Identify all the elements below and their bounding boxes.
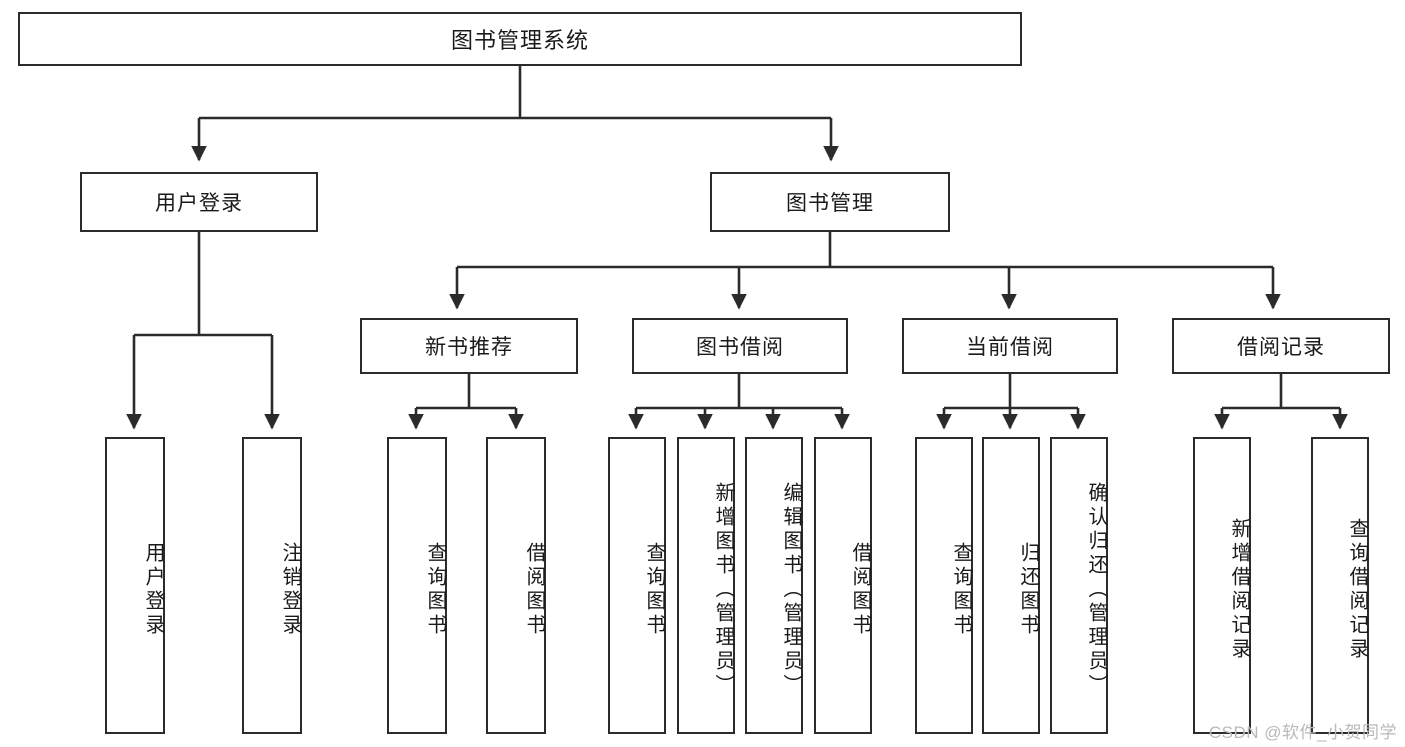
node-book-manage-label: 图书管理 xyxy=(786,192,874,215)
leaf-add-borrow-record[interactable]: 新增借阅记录 xyxy=(1193,437,1251,734)
leaf-query-book-borrow[interactable]: 查询图书 xyxy=(608,437,666,734)
leaf-borrow-book-rec-label: 借阅图书 xyxy=(523,541,545,638)
leaf-confirm-return-admin[interactable]: 确认归还（管理员） xyxy=(1050,437,1108,734)
leaf-return-book-label: 归还图书 xyxy=(1017,541,1039,638)
leaf-return-book[interactable]: 归还图书 xyxy=(982,437,1040,734)
node-current-borrow-label: 当前借阅 xyxy=(966,336,1054,359)
node-root-label: 图书管理系统 xyxy=(450,28,589,53)
leaf-query-borrow-record[interactable]: 查询借阅记录 xyxy=(1311,437,1369,734)
leaf-add-book-admin[interactable]: 新增图书（管理员） xyxy=(677,437,735,734)
node-user-login[interactable]: 用户登录 xyxy=(80,172,318,232)
leaf-add-borrow-record-label: 新增借阅记录 xyxy=(1228,517,1250,662)
watermark-text: CSDN @软件_小贺同学 xyxy=(1208,723,1397,742)
leaf-add-book-admin-label: 新增图书（管理员） xyxy=(712,481,734,698)
leaf-borrow-book-label: 借阅图书 xyxy=(849,541,871,638)
node-book-borrow[interactable]: 图书借阅 xyxy=(632,318,848,374)
leaf-confirm-return-admin-label: 确认归还（管理员） xyxy=(1085,481,1107,698)
leaf-user-logout[interactable]: 注销登录 xyxy=(242,437,302,734)
leaf-user-login[interactable]: 用户登录 xyxy=(105,437,165,734)
leaf-query-book-borrow-label: 查询图书 xyxy=(643,541,665,638)
leaf-borrow-book[interactable]: 借阅图书 xyxy=(814,437,872,734)
leaf-query-book-cur[interactable]: 查询图书 xyxy=(915,437,973,734)
leaf-edit-book-admin-label: 编辑图书（管理员） xyxy=(780,481,802,698)
leaf-query-book-rec[interactable]: 查询图书 xyxy=(387,437,447,734)
node-root[interactable]: 图书管理系统 xyxy=(18,12,1022,66)
leaf-edit-book-admin[interactable]: 编辑图书（管理员） xyxy=(745,437,803,734)
node-borrow-record-label: 借阅记录 xyxy=(1237,336,1325,359)
node-book-manage[interactable]: 图书管理 xyxy=(710,172,950,232)
node-new-book-recommend-label: 新书推荐 xyxy=(425,336,513,359)
leaf-query-borrow-record-label: 查询借阅记录 xyxy=(1346,517,1368,662)
leaf-user-login-label: 用户登录 xyxy=(142,541,164,638)
leaf-query-book-rec-label: 查询图书 xyxy=(424,541,446,638)
node-user-login-label: 用户登录 xyxy=(155,192,243,215)
leaf-borrow-book-rec[interactable]: 借阅图书 xyxy=(486,437,546,734)
leaf-query-book-cur-label: 查询图书 xyxy=(950,541,972,638)
node-borrow-record[interactable]: 借阅记录 xyxy=(1172,318,1390,374)
node-new-book-recommend[interactable]: 新书推荐 xyxy=(360,318,578,374)
leaf-user-logout-label: 注销登录 xyxy=(279,541,301,638)
node-current-borrow[interactable]: 当前借阅 xyxy=(902,318,1118,374)
node-book-borrow-label: 图书借阅 xyxy=(696,336,784,359)
